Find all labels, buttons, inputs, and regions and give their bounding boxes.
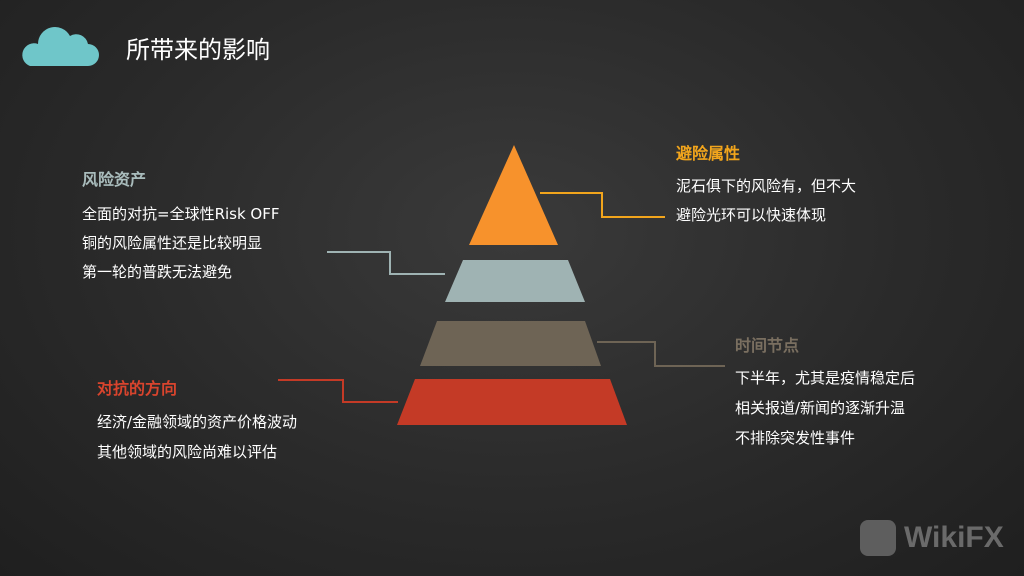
- pyramid-layer-red: [397, 379, 627, 425]
- watermark-text: WikiFX: [904, 521, 1004, 554]
- safe-haven-line: 泥石俱下的风险有，但不大: [676, 177, 857, 195]
- pyramid-layer-brown: [420, 321, 601, 366]
- cloud-icon: [22, 26, 100, 66]
- safe-haven-heading: 避险属性: [676, 144, 741, 163]
- risk-assets-heading: 风险资产: [82, 170, 147, 189]
- pyramid-layer-slate: [445, 260, 585, 302]
- connector-slate: [327, 251, 445, 275]
- connector-red: [278, 379, 398, 403]
- wikifx-watermark: WikiFX: [860, 520, 1004, 556]
- connector-brown: [597, 341, 725, 367]
- risk-assets-line: 铜的风险属性还是比较明显: [82, 234, 263, 252]
- timing-line: 不排除突发性事件: [735, 429, 856, 447]
- direction-line: 经济/金融领域的资产价格波动: [97, 413, 298, 431]
- direction-line: 其他领域的风险尚难以评估: [97, 443, 278, 461]
- timing-line: 相关报道/新闻的逐渐升温: [735, 399, 906, 417]
- risk-assets-line: 第一轮的普跌无法避免: [82, 263, 233, 281]
- timing-line: 下半年，尤其是疫情稳定后: [735, 369, 916, 387]
- slide-title: 所带来的影响: [126, 36, 270, 64]
- timing-heading: 时间节点: [735, 336, 800, 355]
- safe-haven-line: 避险光环可以快速体现: [676, 206, 827, 224]
- eagle-logo-icon: [860, 520, 896, 556]
- direction-heading: 对抗的方向: [97, 379, 178, 398]
- pyramid-top-orange: [469, 145, 558, 245]
- risk-assets-line: 全面的对抗=全球性Risk OFF: [82, 205, 280, 223]
- connector-orange: [540, 192, 665, 218]
